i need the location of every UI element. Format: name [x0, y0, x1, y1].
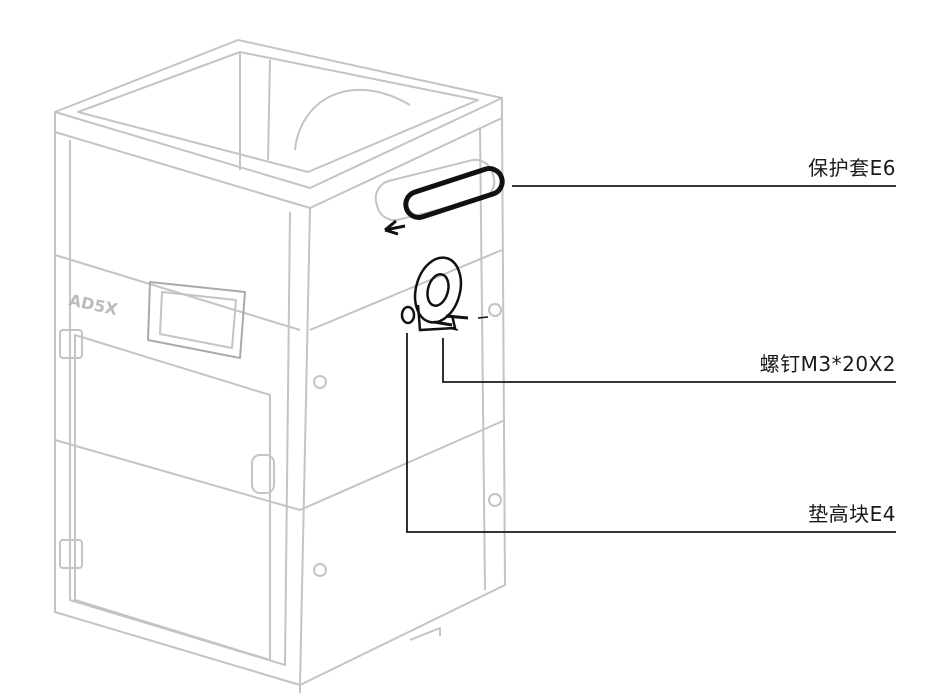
touch-screen: [147, 281, 246, 359]
spool-holder-part: [400, 256, 489, 332]
model-label: AD5X: [67, 290, 120, 319]
callout-spacer-block: 垫高块E4: [808, 502, 896, 526]
printer-body: [54, 39, 506, 693]
door: [74, 334, 271, 661]
top-frame-outer: [54, 39, 503, 189]
right-face: [299, 117, 506, 686]
front-face: [54, 132, 311, 686]
spacer-block: [400, 305, 416, 325]
door-handle: [251, 454, 275, 494]
top-frame-inner: [77, 51, 479, 173]
screws: [433, 314, 469, 327]
spool: [294, 88, 411, 151]
callout-protective-sleeve: 保护套E6: [808, 156, 896, 180]
leader-lines: [406, 185, 896, 533]
protective-sleeve-part: [384, 166, 505, 236]
leader-spacer-block: [406, 333, 896, 533]
callout-screws: 螺钉M3*20X2: [759, 352, 896, 376]
leader-screws: [442, 338, 896, 383]
arrow-icon: [384, 219, 406, 236]
